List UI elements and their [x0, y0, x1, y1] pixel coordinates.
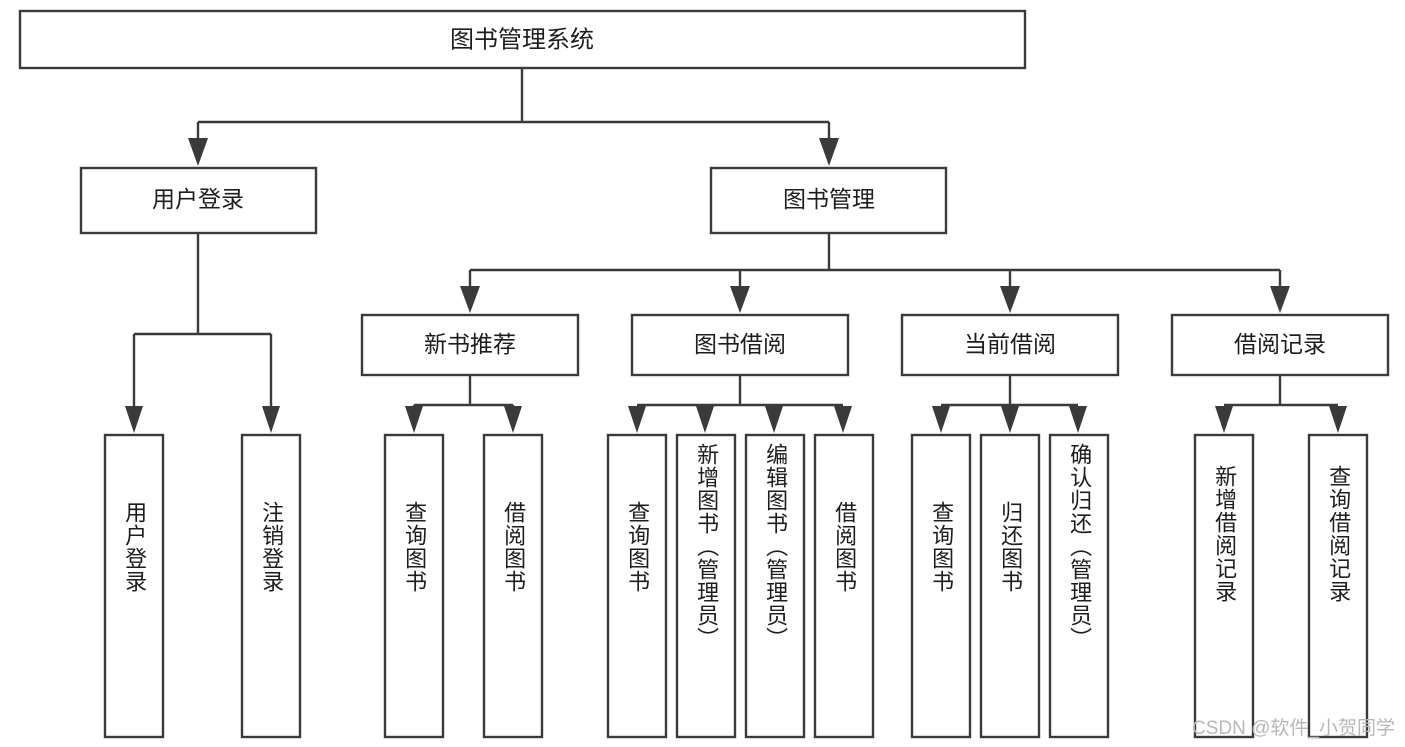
node-leaf-add-book-box[interactable] — [675, 433, 737, 739]
csdn-watermark: CSDN @软件_小贺同学 — [1192, 718, 1395, 739]
node-user-login[interactable]: 用户登录 — [79, 166, 318, 235]
arrow-head-leaf-add-book — [696, 406, 714, 433]
node-new-book-recommend-label: 新书推荐 — [424, 331, 516, 357]
arrow-head-leaf-user-login — [125, 406, 143, 433]
arrow-head-leaf-logout-login — [262, 406, 280, 433]
arrow-head-leaf-query-record — [1329, 406, 1347, 433]
arrow-head-book-management — [819, 138, 839, 166]
node-root-box[interactable] — [18, 9, 1027, 70]
arrow-head-leaf-confirm-return — [1069, 406, 1087, 433]
connectors — [125, 68, 1347, 433]
node-leaf-query-book-1-box[interactable] — [383, 433, 445, 739]
node-borrow-record[interactable]: 借阅记录 — [1170, 313, 1390, 377]
arrow-head-leaf-borrow-book-1 — [504, 406, 522, 433]
node-book-borrow[interactable]: 图书借阅 — [630, 313, 850, 377]
node-leaf-query-book-3-box[interactable] — [910, 433, 972, 739]
arrow-head-leaf-add-record — [1215, 406, 1233, 433]
arrow-head-leaf-query-book-2 — [628, 406, 646, 433]
node-leaf-confirm-return-box[interactable] — [1048, 433, 1110, 739]
arrow-head-leaf-edit-book — [765, 406, 783, 433]
node-borrow-record-label: 借阅记录 — [1234, 331, 1326, 357]
node-leaf-user-login-box[interactable] — [103, 433, 165, 739]
node-user-login-label: 用户登录 — [152, 186, 244, 212]
node-book-borrow-label: 图书借阅 — [694, 331, 786, 357]
node-user-login-box[interactable] — [79, 166, 318, 235]
node-leaf-borrow-book-2-box[interactable] — [813, 433, 875, 739]
arrow-head-user-login — [188, 138, 208, 166]
node-new-book-recommend-box[interactable] — [360, 313, 580, 377]
node-leaf-add-record-box[interactable] — [1193, 433, 1255, 739]
arrow-head-new-book-recommend — [460, 286, 480, 313]
node-leaf-return-book-box[interactable] — [979, 433, 1041, 739]
node-root-label: 图书管理系统 — [450, 26, 594, 53]
arrow-head-borrow-record — [1270, 286, 1290, 313]
arrow-head-book-borrow — [730, 286, 750, 313]
node-book-management-box[interactable] — [709, 166, 948, 235]
node-book-management[interactable]: 图书管理 — [709, 166, 948, 235]
node-leaf-edit-book-box[interactable] — [744, 433, 806, 739]
node-leaf-query-book-2-box[interactable] — [606, 433, 668, 739]
leaf-boxes — [103, 433, 1369, 739]
arrow-head-leaf-query-book-3 — [932, 406, 950, 433]
node-leaf-borrow-book-1-box[interactable] — [482, 433, 544, 739]
arrow-head-leaf-borrow-book-2 — [834, 406, 852, 433]
node-leaf-query-record-box[interactable] — [1307, 433, 1369, 739]
node-root[interactable]: 图书管理系统 — [18, 9, 1027, 70]
arrow-head-leaf-return-book — [1001, 406, 1019, 433]
node-leaf-logout-login-box[interactable] — [240, 433, 302, 739]
node-current-borrow-label: 当前借阅 — [964, 331, 1056, 357]
node-current-borrow[interactable]: 当前借阅 — [900, 313, 1120, 377]
node-borrow-record-box[interactable] — [1170, 313, 1390, 377]
arrow-head-current-borrow — [1000, 286, 1020, 313]
node-book-management-label: 图书管理 — [783, 186, 875, 212]
arrow-head-leaf-query-book-1 — [405, 406, 423, 433]
node-current-borrow-box[interactable] — [900, 313, 1120, 377]
node-new-book-recommend[interactable]: 新书推荐 — [360, 313, 580, 377]
node-book-borrow-box[interactable] — [630, 313, 850, 377]
